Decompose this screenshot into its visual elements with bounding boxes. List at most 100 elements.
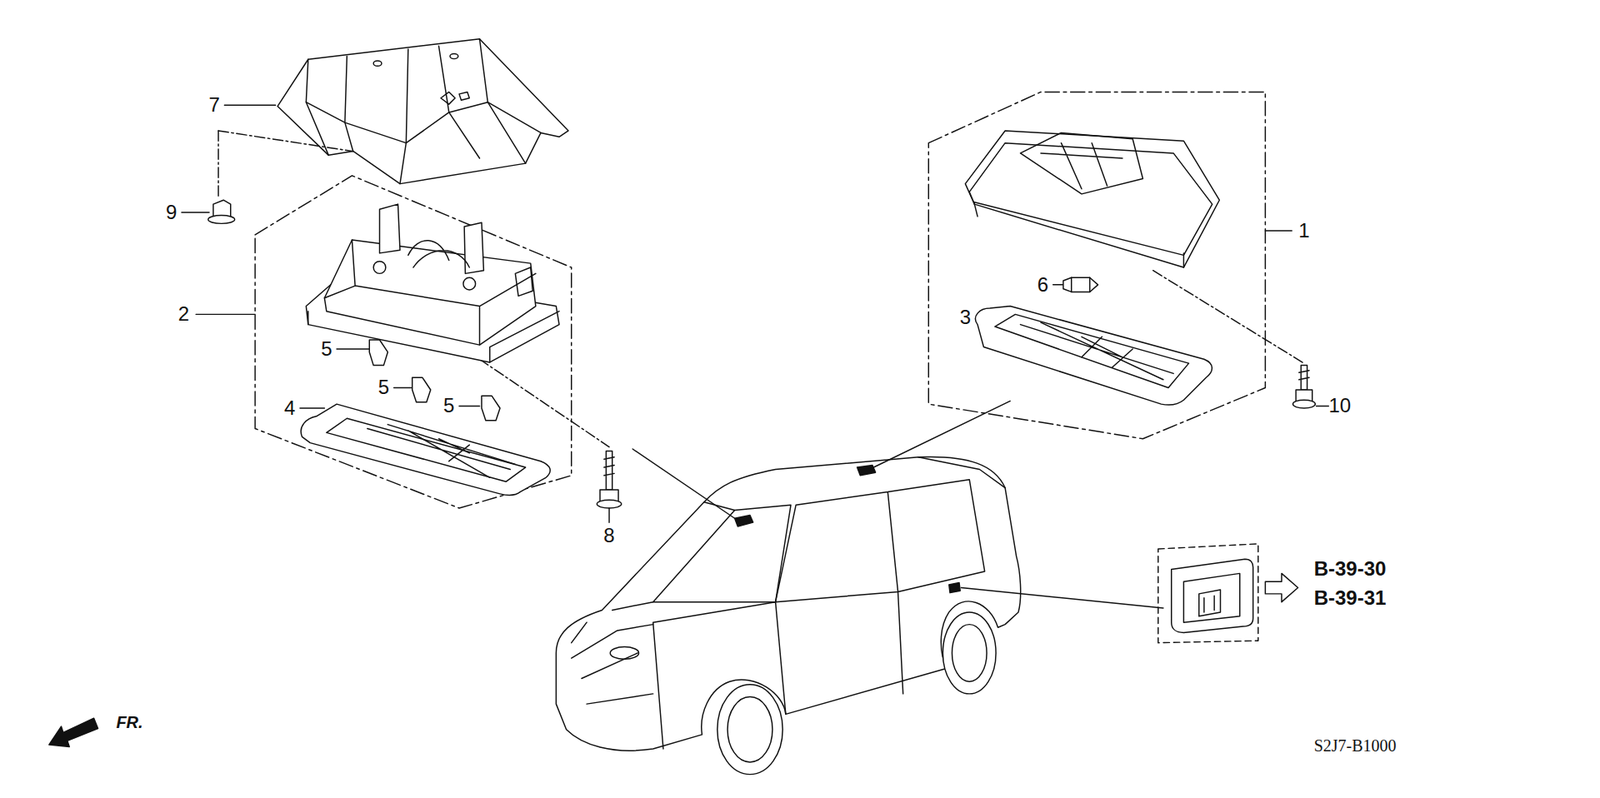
leader-lines-shape: [459, 405, 480, 407]
leader-lines-shape: [1153, 270, 1305, 364]
bulb-clip: [369, 340, 500, 421]
clip-part-shape: [208, 215, 235, 225]
screw-part-shape: [1299, 365, 1310, 390]
callout-number: 5: [378, 377, 390, 398]
vehicle-outline-shape: [717, 685, 783, 775]
vehicle-outline-shape: [857, 465, 876, 476]
switch-part-shape: [1199, 590, 1221, 617]
lens-part: [975, 306, 1213, 406]
lamp-housing-shape: [380, 204, 400, 254]
vehicle-outline-shape: [949, 582, 960, 593]
leader-lines-shape: [300, 407, 325, 409]
lamp-housing-shape: [408, 240, 470, 268]
bulb-clip-shape: [481, 395, 500, 420]
callout-number: 2: [178, 304, 190, 325]
callout-number: 5: [320, 339, 332, 360]
vehicle-outline-shape: [704, 457, 1005, 511]
callout-number: 4: [284, 398, 295, 419]
callout-number: 6: [1037, 275, 1049, 295]
switch-part-shape: [1158, 544, 1259, 644]
cover-part-shape: [450, 54, 459, 60]
lamp-housing-shape: [1040, 143, 1123, 190]
callout-number: 8: [603, 525, 615, 546]
leader-lines: [632, 400, 1164, 609]
screw-part-shape: [608, 508, 610, 523]
leader-lines-shape: [1316, 405, 1330, 407]
vehicle-outline-shape: [653, 505, 791, 602]
vehicle-outline-shape: [942, 612, 996, 695]
vehicle-outline-shape: [951, 625, 987, 683]
leader-lines-shape: [181, 211, 210, 213]
cover-part-shape: [305, 102, 541, 144]
bulb-part-shape: [1089, 277, 1090, 292]
cover-part: [277, 39, 569, 185]
leader-lines-shape: [1265, 230, 1292, 231]
leader-lines-shape: [394, 387, 412, 389]
group-outline: [255, 175, 572, 509]
page-reference: B-39-30: [1314, 559, 1387, 580]
leader-lines-shape: [1053, 284, 1064, 285]
cover-part-shape: [440, 91, 470, 105]
direction-label: FR.: [115, 714, 143, 731]
lamp-housing-shape: [974, 204, 1184, 268]
vehicle-outline-shape: [571, 622, 654, 705]
cover-part-shape: [277, 39, 569, 185]
callout-number: 10: [1328, 395, 1351, 416]
front-arrow: [49, 718, 99, 747]
switch-part-shape: [1265, 573, 1298, 602]
vehicle-outline-shape: [610, 647, 639, 660]
screw-part-shape: [604, 450, 615, 490]
diagram-code: S2J7-B1000: [1314, 737, 1397, 755]
lens-part-shape: [300, 404, 550, 495]
switch-part: [1158, 544, 1299, 644]
vehicle-outline-shape: [727, 697, 773, 763]
leader-lines-shape: [960, 588, 1163, 609]
bulb-clip-shape: [369, 340, 388, 366]
leader-lines-shape: [336, 348, 370, 350]
leader-lines-shape: [632, 449, 735, 519]
vehicle-outline-shape: [735, 515, 754, 527]
bulb-part: [1063, 277, 1099, 292]
lamp-housing-shape: [464, 222, 484, 274]
vehicle-outline-shape: [555, 456, 1020, 751]
callout-number: 5: [443, 395, 455, 416]
lamp-housing: [965, 130, 1220, 268]
switch-part-shape: [1183, 573, 1240, 623]
screw-part: [1292, 365, 1315, 409]
lamp-housing-shape: [324, 240, 535, 345]
lamp-housing: [305, 204, 560, 363]
leader-lines-shape: [195, 314, 255, 315]
leader-lines-shape: [869, 400, 1010, 470]
lamp-housing-shape: [463, 277, 476, 290]
screw-part-shape: [596, 500, 621, 509]
lens-part-shape: [995, 314, 1190, 388]
lens-part-shape: [367, 425, 516, 479]
lens-part-shape: [975, 306, 1213, 406]
vehicle-outline: [555, 456, 1020, 775]
switch-part-shape: [1171, 559, 1254, 633]
leader-lines-shape: [217, 130, 219, 196]
lamp-housing-shape: [515, 267, 533, 296]
callout-number: 3: [960, 307, 971, 328]
lamp-housing-shape: [1020, 132, 1143, 194]
bulb-part-shape: [1070, 277, 1072, 292]
screw-part: [596, 450, 621, 523]
leader-lines: [181, 105, 610, 447]
bulb-clip-shape: [412, 377, 431, 402]
page-reference: B-39-31: [1314, 588, 1387, 609]
vehicle-outline-shape: [612, 480, 985, 611]
leader-lines-shape: [224, 105, 275, 106]
clip-part: [208, 200, 235, 224]
lamp-housing-shape: [965, 130, 1220, 268]
lamp-housing-shape: [373, 261, 386, 275]
lens-part: [300, 404, 550, 495]
leader-lines-shape: [480, 359, 610, 447]
bulb-part-shape: [1063, 277, 1099, 292]
callout-number: 7: [208, 95, 220, 115]
lamp-housing-shape: [324, 240, 535, 345]
callout-number: 9: [165, 202, 177, 223]
lens-part-shape: [1020, 322, 1174, 380]
group-outline: [928, 91, 1265, 439]
callout-number: 1: [1298, 220, 1310, 241]
